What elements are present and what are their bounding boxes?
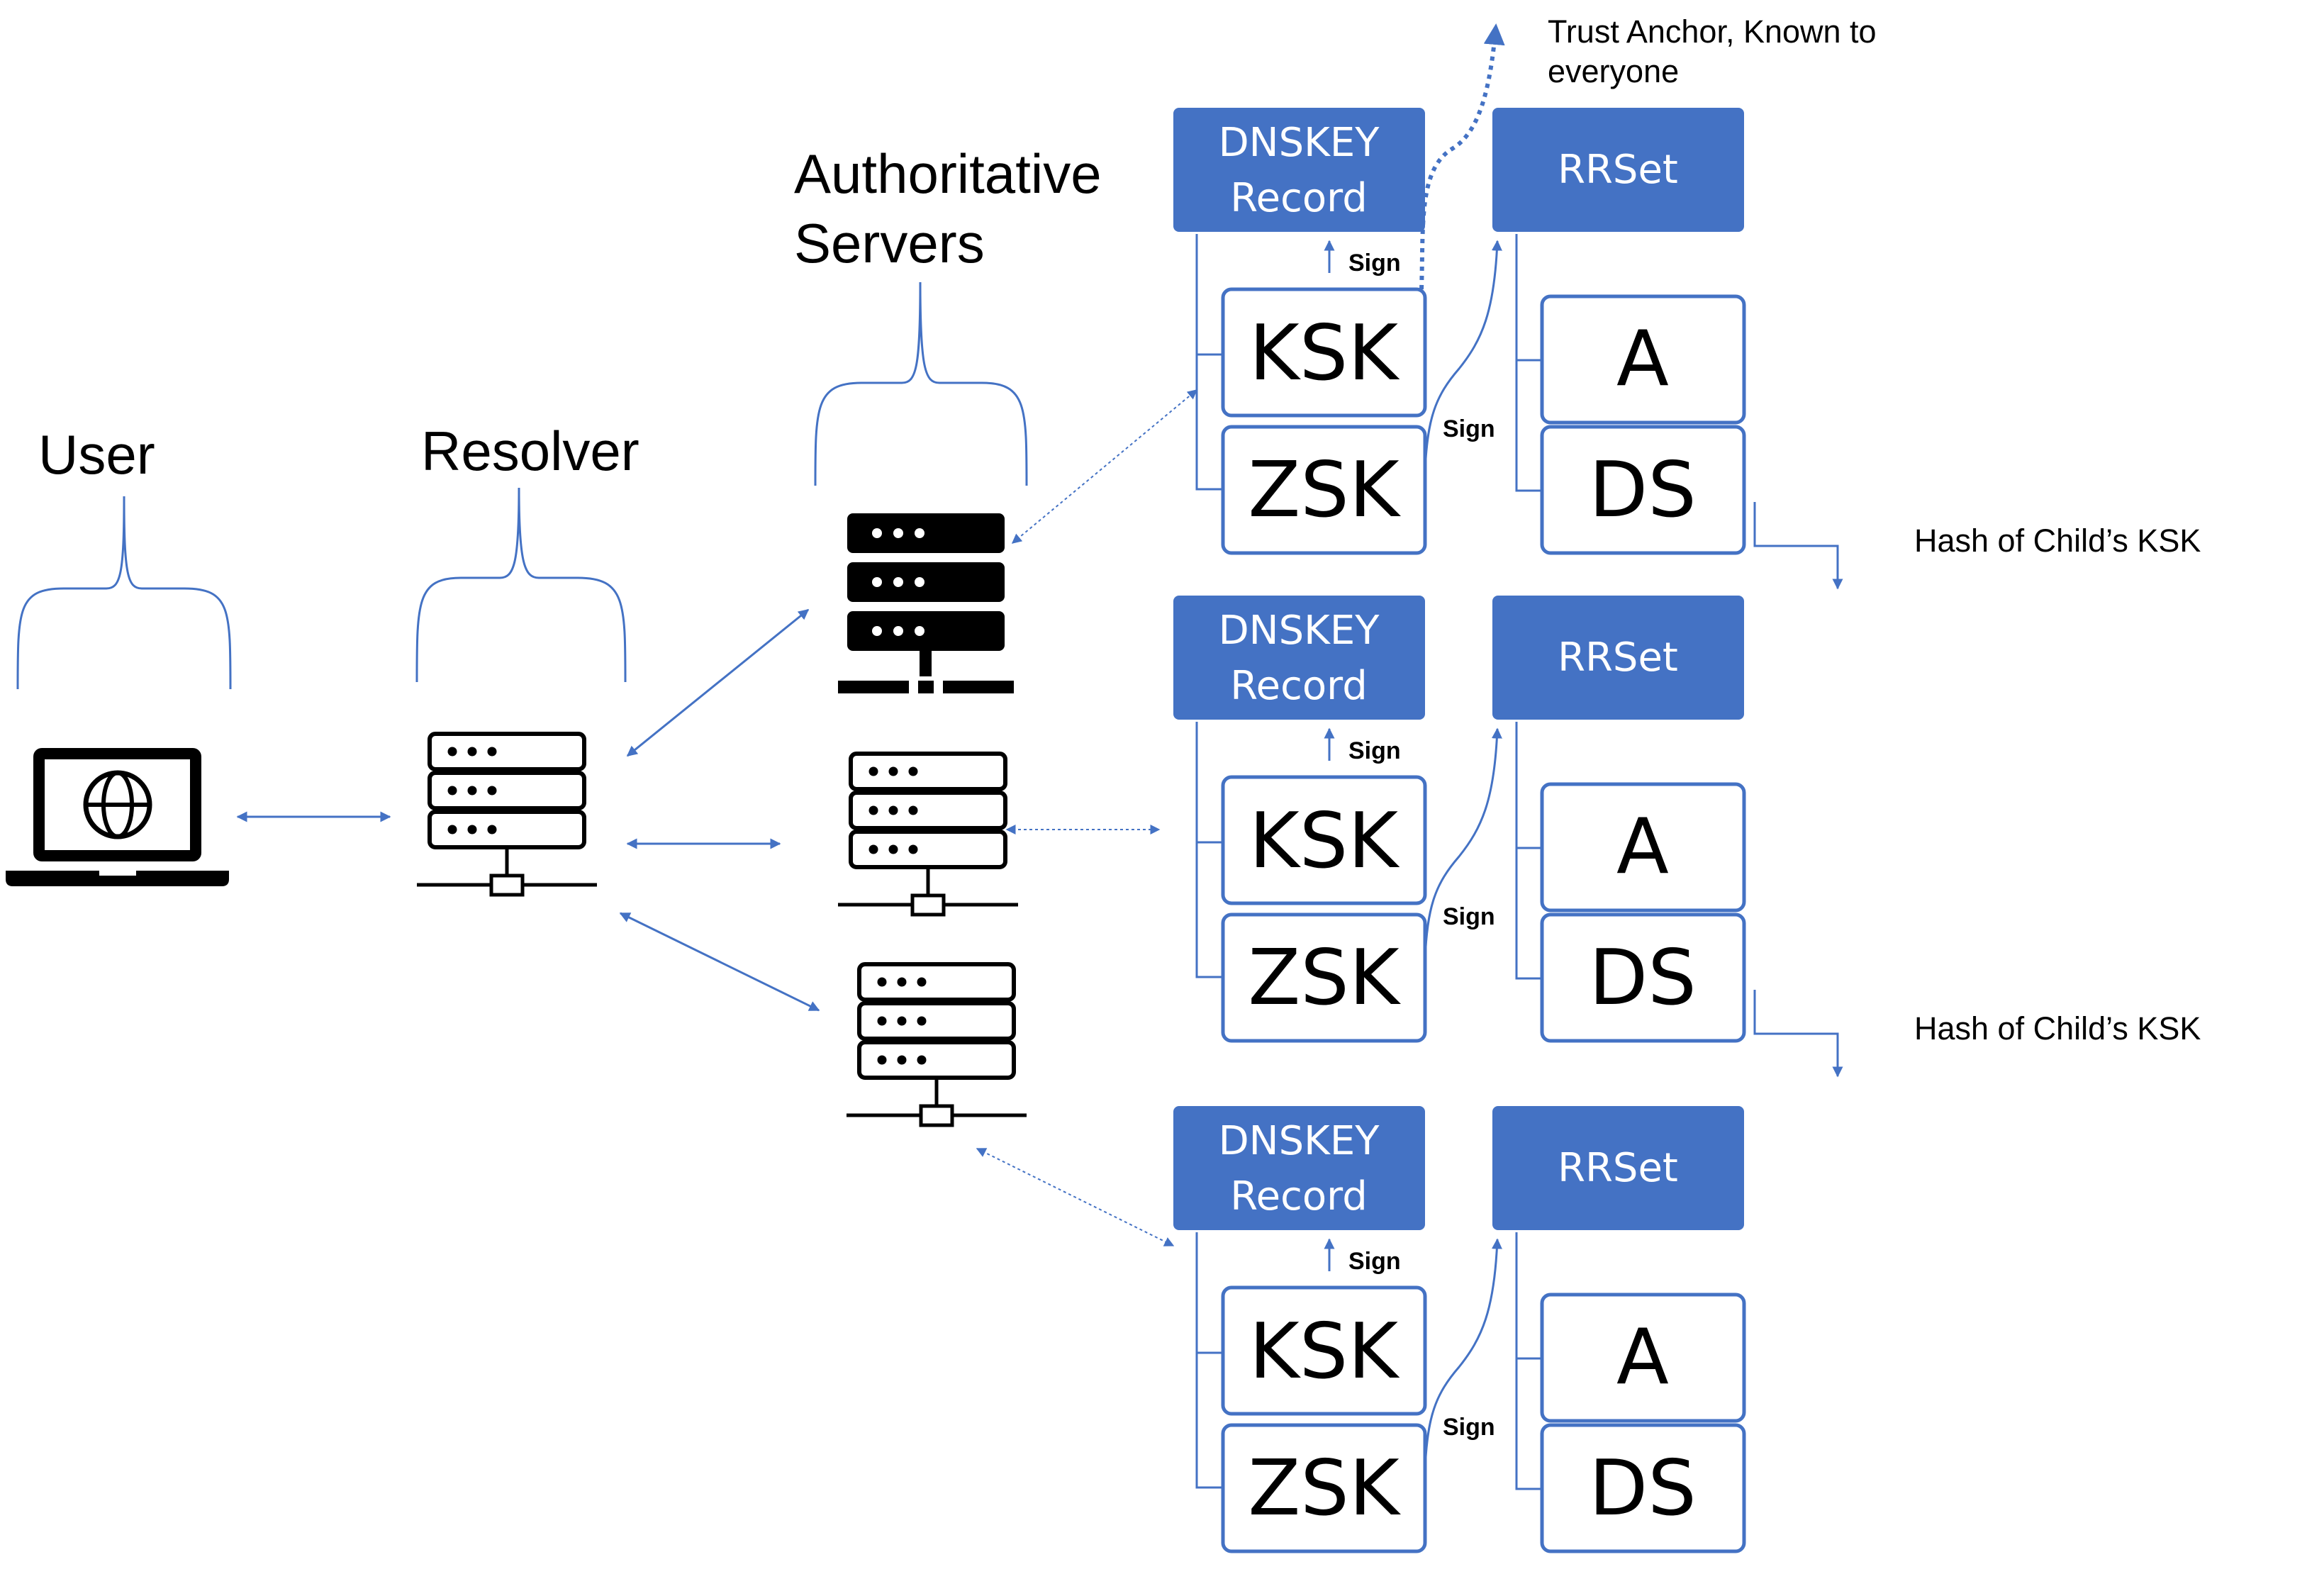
a-record-box <box>1540 294 1746 425</box>
zsk-sign-arrow <box>1424 1238 1502 1470</box>
ds-label: DS <box>1589 1444 1697 1533</box>
hash-child-ksk-label: Hash of Child’s KSK <box>1914 1010 2201 1046</box>
rrset-box <box>1492 596 1744 720</box>
ds-label: DS <box>1589 934 1697 1022</box>
authoritative-server-icon-3 <box>847 964 1027 1125</box>
resolver-brace <box>415 487 627 683</box>
trust-anchor-line2: everyone <box>1548 53 1679 89</box>
trust-anchor-arrow <box>1419 23 1505 290</box>
rrset-bracket <box>1515 1232 1544 1490</box>
dnskey-record-box <box>1173 596 1425 720</box>
rrset-box <box>1492 1106 1744 1230</box>
ksk-box <box>1221 287 1427 418</box>
zsk-box <box>1221 912 1427 1043</box>
a-label: A <box>1616 1313 1669 1402</box>
rrset-bracket <box>1515 234 1544 492</box>
authoritative-label-line1: Authoritative <box>794 143 1102 205</box>
a-label: A <box>1616 803 1669 891</box>
ksk-sign-label: Sign <box>1348 737 1401 764</box>
resolver-server-icon <box>417 734 597 895</box>
resolver-label: Resolver <box>421 420 639 482</box>
zsk-box <box>1221 1423 1427 1553</box>
dnskey-label-line1: DNSKEY <box>1219 608 1380 654</box>
dnskey-bracket <box>1195 234 1225 491</box>
user-label: User <box>38 423 155 486</box>
auth3-zone3-arrow <box>976 1148 1175 1246</box>
zsk-sign-label: Sign <box>1443 903 1495 930</box>
laptop-globe-icon <box>6 748 229 886</box>
trust-anchor-line1: Trust Anchor, Known to <box>1548 13 1877 50</box>
zsk-sign-label: Sign <box>1443 1414 1495 1441</box>
dnskey-record-box <box>1173 1106 1425 1230</box>
rrset-bracket <box>1515 722 1544 980</box>
ksk-label: KSK <box>1249 1307 1400 1396</box>
rrset-label: RRSet <box>1558 1145 1678 1191</box>
zsk-label: ZSK <box>1248 934 1402 1022</box>
hash-child-ksk-label: Hash of Child’s KSK <box>1914 523 2201 559</box>
zsk-box <box>1221 425 1427 555</box>
ksk-label: KSK <box>1249 797 1400 886</box>
dnskey-label-line1: DNSKEY <box>1219 1118 1380 1164</box>
zsk-sign-label: Sign <box>1443 415 1495 442</box>
ds-record-box <box>1540 425 1746 555</box>
ds-record-box <box>1540 1423 1746 1553</box>
ds-hash-arrow <box>1753 990 1843 1078</box>
auth1-zone1-arrow <box>1011 389 1198 544</box>
resolver-auth1-arrow <box>626 608 810 757</box>
ksk-label: KSK <box>1249 309 1400 398</box>
zsk-label: ZSK <box>1248 446 1402 535</box>
dnskey-bracket <box>1195 722 1225 978</box>
zsk-label: ZSK <box>1248 1444 1402 1533</box>
zsk-sign-arrow <box>1424 727 1502 960</box>
ksk-box <box>1221 1285 1427 1416</box>
server-filled-icon <box>838 513 1014 693</box>
authoritative-label-line2: Servers <box>794 212 985 274</box>
a-record-box <box>1540 1293 1746 1423</box>
ksk-sign-label: Sign <box>1348 250 1401 277</box>
dnskey-bracket <box>1195 1232 1225 1489</box>
resolver-auth3-arrow <box>619 912 820 1012</box>
authoritative-server-icon-2 <box>838 754 1018 915</box>
a-record-box <box>1540 782 1746 912</box>
ds-record-box <box>1540 912 1746 1043</box>
dnskey-label-line2: Record <box>1230 175 1367 221</box>
ds-hash-arrow <box>1753 502 1843 590</box>
ds-label: DS <box>1589 446 1697 535</box>
ksk-sign-label: Sign <box>1348 1248 1401 1275</box>
a-label: A <box>1616 315 1669 403</box>
rrset-box <box>1492 108 1744 232</box>
authoritative-brace <box>814 281 1028 486</box>
dnskey-label-line2: Record <box>1230 663 1367 709</box>
dnskey-label-line2: Record <box>1230 1173 1367 1219</box>
zsk-sign-arrow <box>1424 240 1502 472</box>
rrset-label: RRSet <box>1558 635 1678 681</box>
rrset-label: RRSet <box>1558 147 1678 193</box>
ksk-box <box>1221 775 1427 905</box>
user-brace <box>16 496 232 690</box>
dnskey-record-box <box>1173 108 1425 232</box>
dnskey-label-line1: DNSKEY <box>1219 120 1380 166</box>
